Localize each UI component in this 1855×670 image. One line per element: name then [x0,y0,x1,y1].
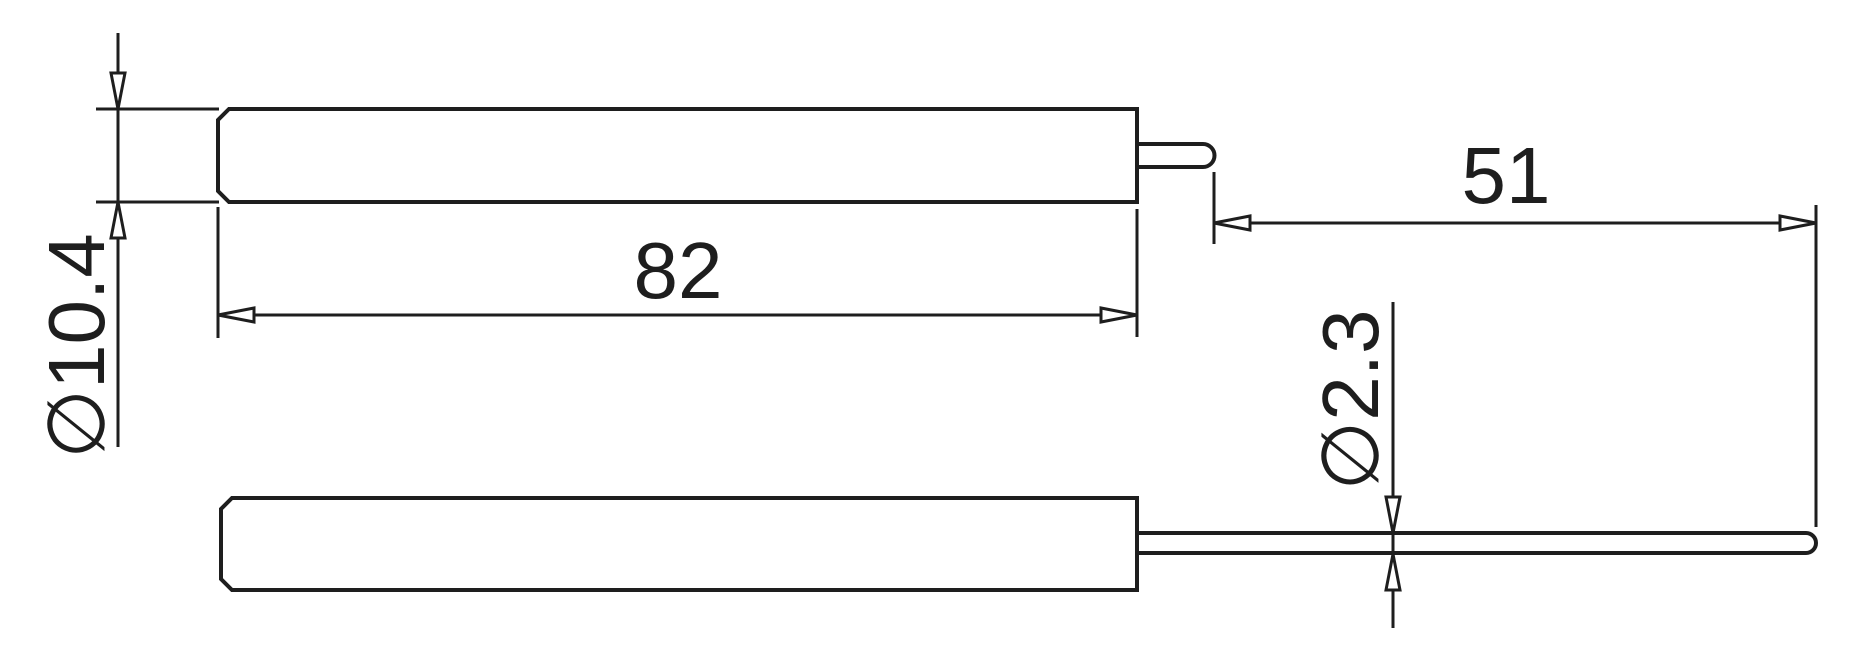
body-diameter-arrow-bottom-icon [109,201,127,240]
connector-stub-outline [1135,142,1217,169]
body-diameter-arrow-top-icon [109,71,127,110]
upper-body-outline [216,107,1139,204]
lower-body-outline [219,496,1139,592]
cable-diameter-arrow-bottom-icon [1384,553,1402,592]
cable-outline [1135,531,1818,555]
body-length-arrow-right-icon [1099,306,1138,324]
cable-length-arrow-right-icon [1778,214,1817,232]
body-length-arrow-left-icon [217,306,256,324]
cable-diameter-arrow-top-icon [1384,495,1402,534]
body-diameter-label: ∅10.4 [32,233,121,458]
cable-diameter-label: ∅2.3 [1306,310,1395,491]
body-length-label: 82 [634,226,723,315]
cable-length-arrow-left-icon [1213,214,1252,232]
cable-length-label: 51 [1462,131,1551,220]
